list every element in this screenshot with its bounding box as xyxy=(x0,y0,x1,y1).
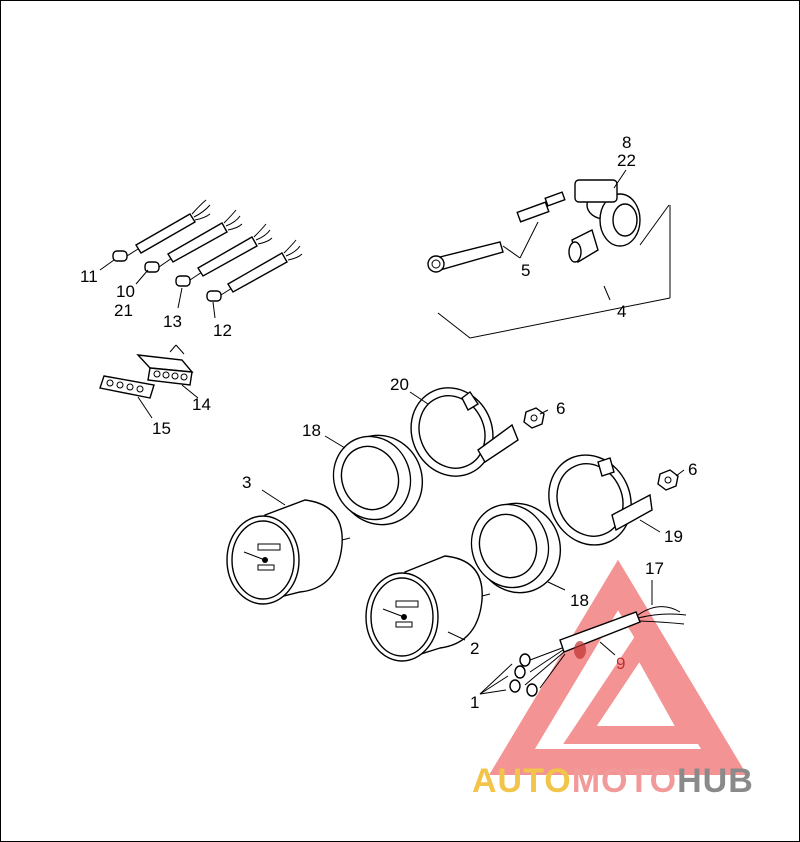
speedometer-gauge-3 xyxy=(226,499,351,605)
callout-5: 5 xyxy=(521,261,530,280)
callout-21: 21 xyxy=(114,301,133,320)
callout-10: 10 xyxy=(116,282,135,301)
callout-13: 13 xyxy=(163,312,182,331)
drive-cable-assembly-4 xyxy=(427,179,671,339)
callout-9: 9 xyxy=(616,654,625,673)
callout-8: 8 xyxy=(622,133,631,152)
watermark-part-auto: AUTO xyxy=(472,762,572,800)
callout-4: 4 xyxy=(617,302,626,321)
mounting-bracket-20 xyxy=(410,387,519,477)
sensor-cable-11 xyxy=(112,199,211,262)
gauge-cushion-18-upper xyxy=(332,434,424,526)
sensor-cable-13 xyxy=(175,223,273,287)
callout-19: 19 xyxy=(664,527,683,546)
callout-18-upper: 18 xyxy=(302,421,321,440)
mounting-bracket-19 xyxy=(548,454,653,546)
watermark-text: AUTOMOTOHUB xyxy=(472,762,754,800)
watermark-logo-icon xyxy=(489,559,747,775)
callout-6-upper: 6 xyxy=(556,399,565,418)
connector-housing-14 xyxy=(136,344,194,386)
leader-lines xyxy=(99,169,685,695)
watermark-part-moto: MOTO xyxy=(572,762,677,800)
callout-6-lower: 6 xyxy=(688,460,697,479)
callout-20: 20 xyxy=(390,375,409,394)
watermark-part-hub: HUB xyxy=(677,762,754,800)
callout-17: 17 xyxy=(645,559,664,578)
wiring-harness-9 xyxy=(509,606,687,697)
callout-2: 2 xyxy=(470,639,479,658)
callout-14: 14 xyxy=(192,395,211,414)
callout-22: 22 xyxy=(617,151,636,170)
sensor-cable-10 xyxy=(144,209,243,273)
sensor-cable-12 xyxy=(206,239,303,302)
callout-1: 1 xyxy=(470,693,479,712)
callout-18-lower: 18 xyxy=(570,591,589,610)
speedometer-gauge-2 xyxy=(365,555,491,662)
callout-15: 15 xyxy=(152,419,171,438)
callout-3: 3 xyxy=(242,473,251,492)
nut-6-lower xyxy=(657,469,679,491)
callout-12: 12 xyxy=(213,321,232,340)
connector-seal-15 xyxy=(99,375,155,399)
callout-11: 11 xyxy=(80,267,98,286)
gauge-cushion-18-lower xyxy=(470,502,562,594)
nut-6-upper xyxy=(523,407,545,429)
